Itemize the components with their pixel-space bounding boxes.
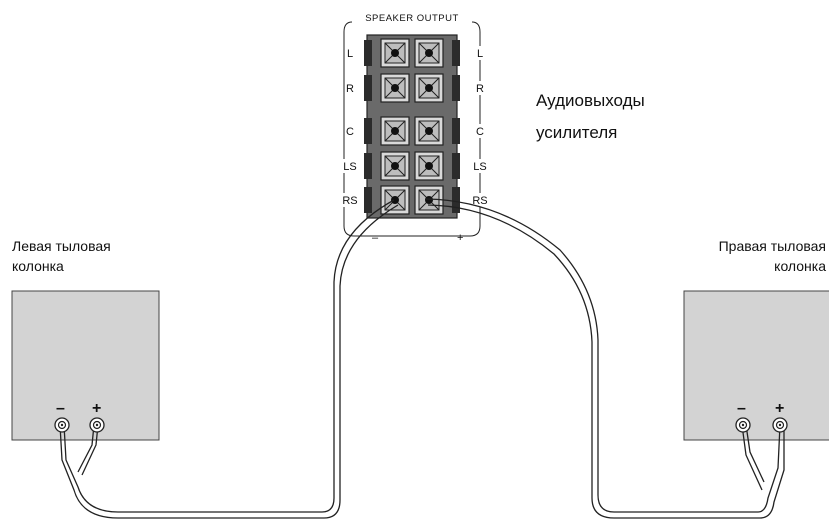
amp-caption-line1: Аудиовыходы xyxy=(536,91,645,110)
terminal-ear xyxy=(364,187,372,213)
left-speaker-box xyxy=(11,290,160,441)
channel-label-right-l: L xyxy=(477,48,483,60)
channel-label-right-rs: RS xyxy=(472,195,487,207)
right-plus-terminal xyxy=(772,417,788,433)
channel-label-backing xyxy=(471,193,489,207)
channel-label-right-r: R xyxy=(476,83,484,95)
channel-label-backing xyxy=(345,124,355,138)
terminal-post-r-minus xyxy=(380,73,410,103)
terminal-post-ls-minus xyxy=(380,151,410,181)
terminal-ear xyxy=(452,153,460,179)
channel-label-backing xyxy=(345,46,355,60)
terminal-post-r-plus xyxy=(414,73,444,103)
left-plus-terminal xyxy=(89,417,105,433)
channel-label-left-r: R xyxy=(346,83,354,95)
right-speaker-box xyxy=(683,290,829,441)
left-speaker-label-line1: Левая тыловая xyxy=(12,238,111,254)
terminal-post-c-plus xyxy=(414,116,444,146)
terminal-ear xyxy=(364,118,372,144)
terminal-ear xyxy=(452,40,460,66)
channel-label-right-c: C xyxy=(476,126,484,138)
amp-minus-sign: – xyxy=(372,232,379,244)
channel-label-backing xyxy=(341,193,359,207)
left-speaker-label-line2: колонка xyxy=(12,258,64,274)
amp-plus-sign: + xyxy=(457,232,463,244)
amp-caption-line2: усилителя xyxy=(536,123,618,142)
channel-label-right-ls: LS xyxy=(473,161,486,173)
terminal-ear xyxy=(452,75,460,101)
channel-label-backing xyxy=(471,159,489,173)
terminal-ear xyxy=(364,153,372,179)
channel-label-backing xyxy=(341,159,359,173)
amp-header: SPEAKER OUTPUT xyxy=(365,13,459,24)
terminal-post-ls-plus xyxy=(414,151,444,181)
left-minus-sign: – xyxy=(56,400,65,417)
channel-label-left-l: L xyxy=(347,48,353,60)
left-minus-terminal xyxy=(54,417,70,433)
terminal-post-l-plus xyxy=(414,38,444,68)
channel-label-left-ls: LS xyxy=(343,161,356,173)
amp-outline xyxy=(343,21,481,237)
terminal-ear xyxy=(364,40,372,66)
right-minus-sign: – xyxy=(737,400,746,417)
channel-label-backing xyxy=(475,81,485,95)
terminal-ear xyxy=(364,75,372,101)
right-speaker-label-line2: колонка xyxy=(774,258,826,274)
terminal-ear xyxy=(452,187,460,213)
terminal-ear xyxy=(452,118,460,144)
channel-label-left-c: C xyxy=(346,126,354,138)
right-minus-terminal xyxy=(735,417,751,433)
channel-label-backing xyxy=(345,81,355,95)
right-speaker-wires xyxy=(425,198,785,519)
channel-label-backing xyxy=(475,124,485,138)
channel-label-left-rs: RS xyxy=(342,195,357,207)
left-plus-sign: + xyxy=(92,400,101,417)
terminal-post-rs-minus xyxy=(380,185,410,215)
right-plus-sign: + xyxy=(775,400,784,417)
terminal-post-l-minus xyxy=(380,38,410,68)
terminal-post-c-minus xyxy=(380,116,410,146)
right-speaker-label-line1: Правая тыловая xyxy=(718,238,826,254)
channel-label-backing xyxy=(475,46,485,60)
